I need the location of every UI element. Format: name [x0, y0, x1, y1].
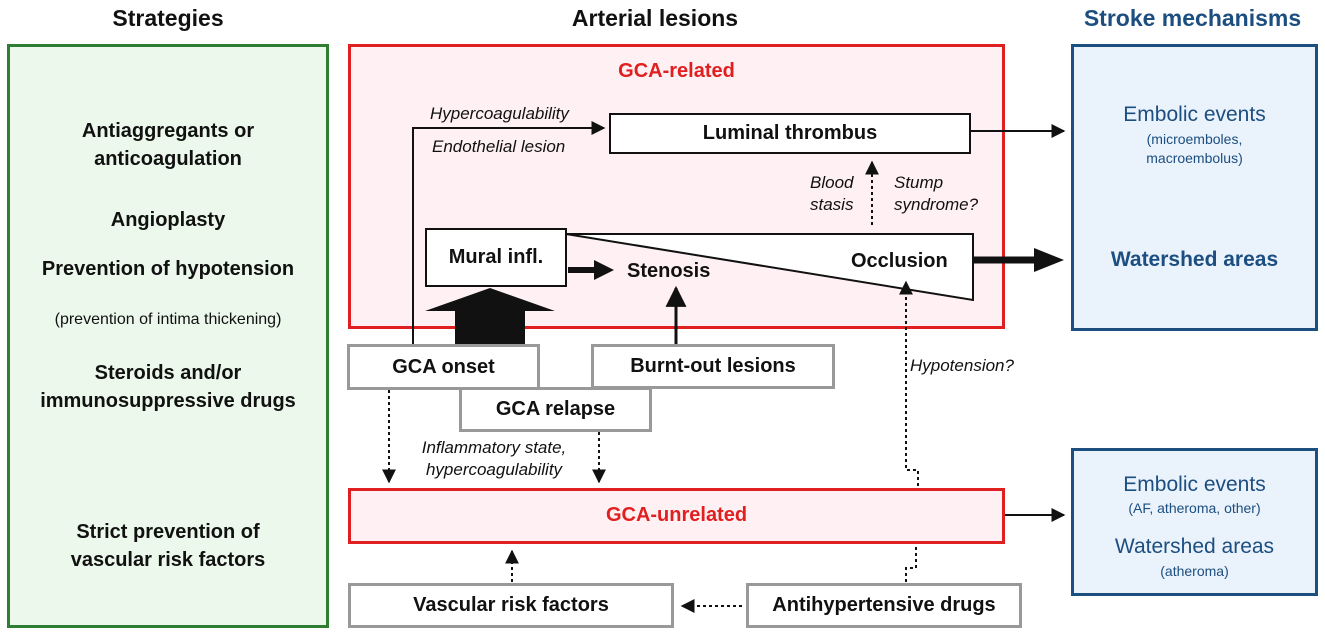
mural-inflammation-box: Mural infl.	[425, 228, 567, 287]
strategy-steroids-line1: Steroids and/or	[94, 362, 242, 384]
occlusion-wedge	[565, 233, 974, 302]
strategy-vascular-line1: Strict prevention of	[76, 521, 260, 543]
watershed-areas-top: Watershed areas	[1110, 248, 1279, 271]
inflammatory-line2: hypercoagulability	[425, 460, 563, 479]
stroke-mechanisms-header: Stroke mechanisms	[1083, 5, 1302, 31]
strategy-angioplasty: Angioplasty	[110, 209, 226, 231]
mural-to-stenosis-head	[594, 260, 614, 280]
gca-relapse-box: GCA relapse	[459, 387, 652, 432]
blood-stasis-line1: Blood	[810, 173, 854, 192]
embolic-events-bottom-sub: (AF, atheroma, other)	[1128, 500, 1261, 516]
vascular-risk-factors-box: Vascular risk factors	[348, 583, 674, 628]
antihypertensive-drugs-box: Antihypertensive drugs	[746, 583, 1022, 628]
gca-related-title: GCA-related	[618, 60, 735, 82]
strategy-antiaggregants-line2: anticoagulation	[94, 148, 242, 170]
burnt-out-lesions-box: Burnt-out lesions	[591, 344, 835, 389]
strategies-panel	[7, 44, 329, 628]
embolic-events-top-sub: (microemboles, macroembolus)	[1071, 130, 1318, 168]
embolic-events-top: Embolic events	[1123, 103, 1266, 126]
stroke-mechanisms-bottom-panel	[1071, 448, 1318, 596]
strategies-header: Strategies	[112, 5, 224, 31]
hypercoagulability-label: Hypercoagulability	[430, 104, 569, 123]
antihypertensive-to-unrelated-line	[905, 546, 917, 582]
embolic-events-bottom: Embolic events	[1123, 473, 1266, 496]
strategy-vascular: Strict prevention of vascular risk facto…	[10, 518, 326, 574]
watershed-areas-bottom: Watershed areas	[1114, 535, 1275, 558]
stenosis-label: Stenosis	[627, 260, 711, 282]
embolic-top-sub-line2: macroembolus)	[1146, 150, 1243, 166]
stump-syndrome-line1: Stump	[894, 173, 944, 192]
strategy-hypotension: Prevention of hypotension	[41, 258, 295, 280]
strategy-steroids: Steroids and/or immunosuppressive drugs	[10, 359, 326, 415]
gca-onset-box: GCA onset	[347, 344, 540, 390]
strategy-antiaggregants-line1: Antiaggregants or	[81, 120, 255, 142]
blood-stasis-line2: stasis	[810, 195, 854, 214]
strategy-vascular-line2: vascular risk factors	[70, 549, 266, 571]
strategy-antiaggregants: Antiaggregants or anticoagulation	[10, 117, 326, 173]
hypotension-question-label: Hypotension?	[910, 356, 1014, 375]
arterial-lesions-header: Arterial lesions	[571, 5, 739, 31]
watershed-areas-bottom-sub: (atheroma)	[1160, 563, 1229, 579]
endothelial-lesion-label: Endothelial lesion	[432, 137, 566, 156]
onset-to-mural-block-arrow	[425, 288, 555, 346]
strategy-steroids-line2: immunosuppressive drugs	[40, 390, 296, 412]
occlusion-to-watershed-head	[1034, 248, 1064, 272]
gca-unrelated-title: GCA-unrelated	[605, 504, 748, 526]
gca-unrelated-panel	[348, 488, 1005, 544]
inflammatory-state-label: Inflammatory state, hypercoagulability	[404, 437, 584, 481]
hypotension-to-occlusion-arrow	[899, 280, 919, 486]
strategy-intima: (prevention of intima thickening)	[54, 311, 282, 328]
luminal-thrombus-box: Luminal thrombus	[609, 113, 971, 154]
inflammatory-line1: Inflammatory state,	[421, 438, 567, 457]
stump-syndrome-line2: syndrome?	[894, 195, 979, 214]
stump-syndrome-label: Stump syndrome?	[894, 172, 978, 216]
occlusion-label: Occlusion	[851, 250, 948, 272]
embolic-top-sub-line1: (microemboles,	[1146, 131, 1243, 147]
blood-stasis-label: Blood stasis	[810, 172, 853, 216]
onset-to-thrombus-line	[412, 121, 606, 346]
stroke-mechanisms-top-panel	[1071, 44, 1318, 331]
